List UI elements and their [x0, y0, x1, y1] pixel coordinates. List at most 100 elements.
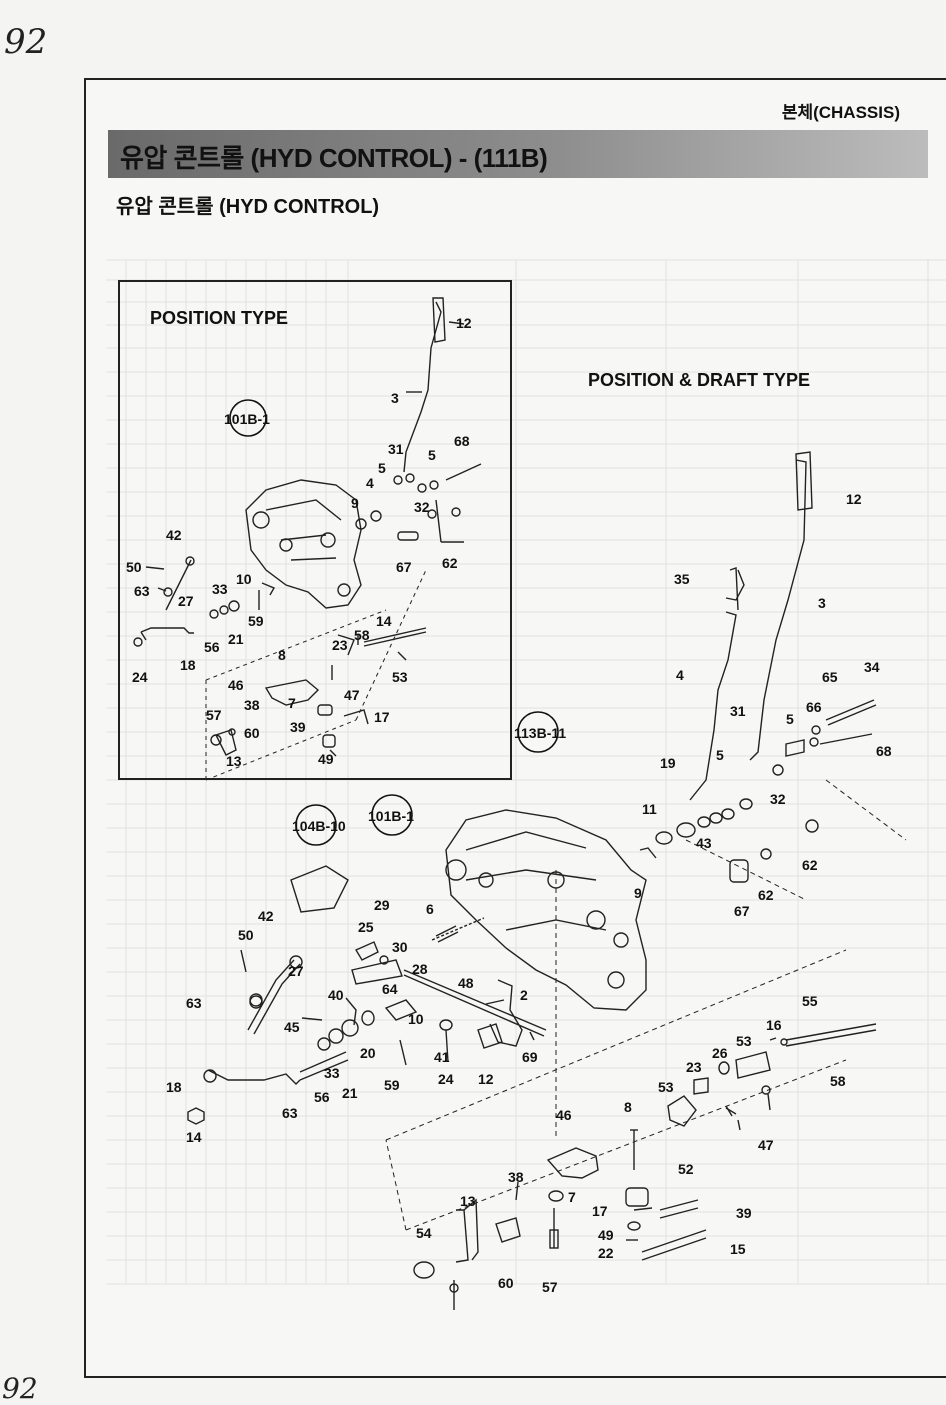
main-part-label: 32	[770, 791, 786, 807]
main-part-label: 3	[818, 595, 826, 611]
main-part-label: 66	[806, 699, 822, 715]
main-part-label: 22	[598, 1245, 614, 1261]
main-part-label: 8	[624, 1099, 632, 1115]
inset-part-label: 57	[206, 707, 222, 723]
main-part-label: 2	[520, 987, 528, 1003]
main-part-label: 12	[478, 1071, 494, 1087]
inset-part-label: 39	[290, 719, 306, 735]
main-part-label: 30	[392, 939, 408, 955]
main-part-label: 62	[758, 887, 774, 903]
main-part-label: 18	[166, 1079, 182, 1095]
inset-part-label: 9	[351, 495, 359, 511]
inset-part-label: 4	[366, 475, 374, 491]
main-part-label: 5	[786, 711, 794, 727]
main-part-label: 55	[802, 993, 818, 1009]
inset-part-label: 7	[288, 695, 296, 711]
inset-part-label: 49	[318, 751, 334, 767]
main-part-label: 14	[186, 1129, 202, 1145]
main-part-label: 48	[458, 975, 474, 991]
main-part-label: 33	[324, 1065, 340, 1081]
inset-part-label: 58	[354, 627, 370, 643]
section-label: 본체(CHASSIS)	[781, 103, 900, 122]
main-part-label: 29	[374, 897, 390, 913]
position-type-inset	[118, 280, 512, 780]
main-part-label: 52	[678, 1161, 694, 1177]
diagram-subtitle: 유압 콘트롤 (HYD CONTROL)	[116, 196, 380, 218]
inset-part-label: 63	[134, 583, 150, 599]
main-part-label: 42	[258, 908, 274, 924]
main-part-label: 26	[712, 1045, 728, 1061]
main-part-label: 31	[730, 703, 746, 719]
exploded-parts-diagram: 101B-1 101B-1 104B-10 113B-11 12 3 31 68…	[126, 297, 907, 1310]
inset-part-label: 17	[374, 709, 390, 725]
main-part-label: 19	[660, 755, 676, 771]
inset-part-label: 18	[180, 657, 196, 673]
main-part-label: 9	[634, 885, 642, 901]
main-part-label: 46	[556, 1107, 572, 1123]
position-draft-type-label: POSITION & DRAFT TYPE	[588, 370, 811, 390]
position-type-label: POSITION TYPE	[150, 308, 289, 328]
ref-101B-1-inset: 101B-1	[224, 411, 270, 427]
main-part-label: 11	[642, 801, 657, 817]
title-bar: 유압 콘트롤 (HYD CONTROL) - (111B)	[108, 130, 928, 178]
inset-part-label: 32	[414, 499, 430, 515]
main-part-label: 12	[846, 491, 862, 507]
inset-part-label: 21	[228, 631, 244, 647]
inset-part-label: 60	[244, 725, 260, 741]
inset-part-label: 14	[376, 613, 392, 629]
main-part-label: 69	[522, 1049, 538, 1065]
main-part-label: 4	[676, 667, 684, 683]
main-part-label: 57	[542, 1279, 558, 1295]
ref-101B-1-main: 101B-1	[368, 808, 414, 824]
inset-lever-3	[403, 301, 442, 473]
handwritten-page-number-top: 92	[4, 22, 48, 62]
main-part-label: 62	[802, 857, 818, 873]
main-part-label: 54	[416, 1225, 432, 1241]
main-part-label: 64	[382, 981, 398, 997]
main-part-label: 28	[412, 961, 428, 977]
inset-part-label: 67	[396, 559, 412, 575]
main-part-label: 40	[328, 987, 344, 1003]
inset-part-label: 53	[392, 669, 408, 685]
inset-part-label: 50	[126, 559, 142, 575]
inset-part-labels: 12 3 31 68 5 5 4 9 32 62 67 42 50 63 27 …	[126, 315, 472, 769]
inset-part-label: 24	[132, 669, 148, 685]
parts-catalog-sheet: 본체(CHASSIS) 유압 콘트롤 (HYD CONTROL) - (111B…	[84, 78, 946, 1378]
main-part-label: 47	[758, 1137, 774, 1153]
main-part-label: 63	[282, 1105, 298, 1121]
inset-part-label: 10	[236, 571, 252, 587]
inset-part-label: 56	[204, 639, 220, 655]
main-part-label: 53	[736, 1033, 752, 1049]
main-part-label: 35	[674, 571, 690, 587]
inset-part-label: 59	[248, 613, 264, 629]
inset-part-label: 13	[226, 753, 242, 769]
main-part-label: 60	[498, 1275, 514, 1291]
main-housing	[445, 809, 647, 1011]
inset-part-label: 33	[212, 581, 228, 597]
inset-part-label: 46	[228, 677, 244, 693]
main-part-label: 53	[658, 1079, 674, 1095]
handwritten-page-number-bottom: 92	[2, 1372, 38, 1405]
main-part-label: 21	[342, 1085, 358, 1101]
ref-113B-11: 113B-11	[514, 725, 566, 741]
main-part-label: 24	[438, 1071, 454, 1087]
main-part-label: 49	[598, 1227, 614, 1243]
main-part-labels: 12 35 3 34 65 4 66 31 5 68 19 5 32 11 43…	[166, 491, 892, 1295]
inset-part-label: 5	[428, 447, 436, 463]
main-part-label: 7	[568, 1189, 576, 1205]
main-part-label: 20	[360, 1045, 376, 1061]
inset-part-label: 8	[278, 647, 286, 663]
inset-part-label: 42	[166, 527, 182, 543]
inset-part-label: 38	[244, 697, 260, 713]
inset-part-label: 3	[391, 390, 399, 406]
main-part-label: 68	[876, 743, 892, 759]
inset-part-label: 68	[454, 433, 470, 449]
main-part-label: 27	[288, 963, 304, 979]
main-part-label: 10	[408, 1011, 424, 1027]
main-part-label: 50	[238, 927, 254, 943]
main-part-label: 58	[830, 1073, 846, 1089]
main-part-label: 65	[822, 669, 838, 685]
inset-housing	[245, 479, 362, 609]
main-part-label: 45	[284, 1019, 300, 1035]
cover-plate	[290, 865, 349, 913]
